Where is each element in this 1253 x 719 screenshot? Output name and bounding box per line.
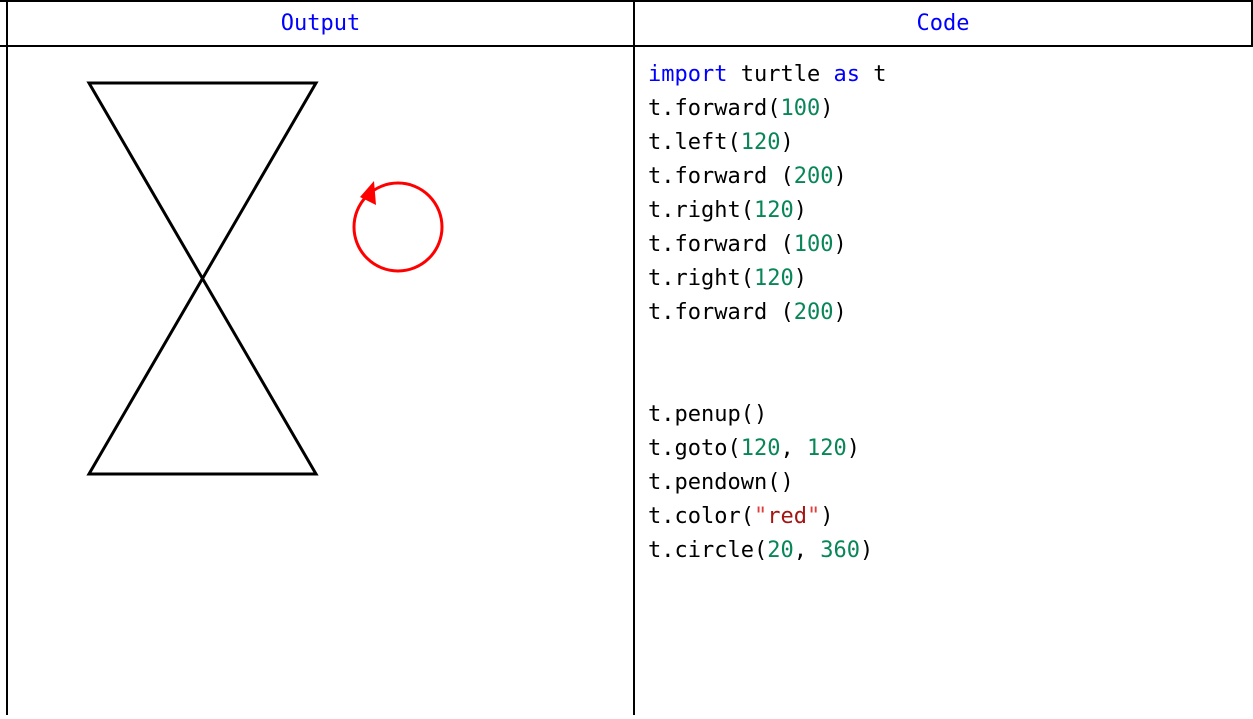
turtle-output-svg [86, 81, 444, 476]
code-token: t.pendown() [648, 470, 794, 495]
code-token: 120 [753, 198, 794, 223]
code-token: ) [820, 96, 834, 121]
code-token: t.color( [648, 504, 754, 529]
code-token: t.goto( [648, 436, 741, 461]
code-token: " [753, 504, 768, 529]
code-token: 120 [806, 436, 847, 461]
code-line: t.forward(100) [648, 92, 886, 126]
code-token: ) [793, 198, 807, 223]
code-line: t.pendown() [648, 466, 886, 500]
code-token: ) [833, 164, 847, 189]
hourglass-figure [86, 81, 319, 476]
code-token: , [793, 538, 821, 563]
code-token: t.left( [648, 130, 741, 155]
table-header-divider [0, 45, 1253, 47]
output-column-header: Output [280, 11, 361, 36]
code-token: 360 [820, 538, 860, 563]
code-token: t.forward ( [648, 164, 794, 189]
code-line: t.forward (100) [648, 228, 886, 262]
code-line: t.circle(20, 360) [648, 534, 886, 568]
code-token: turtle [727, 62, 834, 87]
code-token: ) [820, 504, 834, 529]
code-token: ) [846, 436, 860, 461]
code-token: ) [833, 232, 847, 257]
code-token: 100 [780, 96, 821, 121]
code-token: ) [780, 130, 794, 155]
table-border-left [6, 0, 8, 715]
code-token: 200 [793, 164, 834, 189]
code-line: t.forward (200) [648, 160, 886, 194]
code-token: t.forward ( [648, 232, 794, 257]
code-column-header: Code [916, 11, 970, 36]
code-token: t.right( [648, 198, 754, 223]
red-circle [352, 181, 444, 273]
turtle-output-canvas [8, 47, 633, 715]
code-token: ) [833, 300, 847, 325]
code-line: t.goto(120, 120) [648, 432, 886, 466]
code-line: t.color("red") [648, 500, 886, 534]
code-line [648, 330, 886, 364]
table-border-top [0, 0, 1253, 2]
code-token: t.forward( [648, 96, 781, 121]
turtle-cursor-icon [360, 181, 376, 205]
code-token: as [833, 62, 860, 87]
code-line: t.penup() [648, 398, 886, 432]
code-token: t.penup() [648, 402, 768, 427]
code-token: 120 [753, 266, 794, 291]
code-token: import [648, 62, 728, 87]
table-column-divider [633, 0, 635, 715]
code-token: t [859, 62, 887, 87]
code-token: 20 [767, 538, 794, 563]
code-token: t.forward ( [648, 300, 794, 325]
code-line: t.right(120) [648, 194, 886, 228]
code-token: red [767, 504, 807, 529]
code-line: t.forward (200) [648, 296, 886, 330]
code-token: ) [793, 266, 807, 291]
code-token: 120 [740, 130, 781, 155]
code-token: 200 [793, 300, 834, 325]
code-line: t.left(120) [648, 126, 886, 160]
code-token: 100 [793, 232, 834, 257]
code-line [648, 364, 886, 398]
code-token: ) [859, 538, 874, 563]
code-token: t.right( [648, 266, 754, 291]
code-token: " [806, 504, 821, 529]
code-line: import turtle as t [648, 58, 886, 92]
code-token: 120 [740, 436, 781, 461]
code-token: t.circle( [648, 538, 768, 563]
code-token: , [780, 436, 807, 461]
table-border-right [1251, 0, 1253, 47]
code-line: t.right(120) [648, 262, 886, 296]
